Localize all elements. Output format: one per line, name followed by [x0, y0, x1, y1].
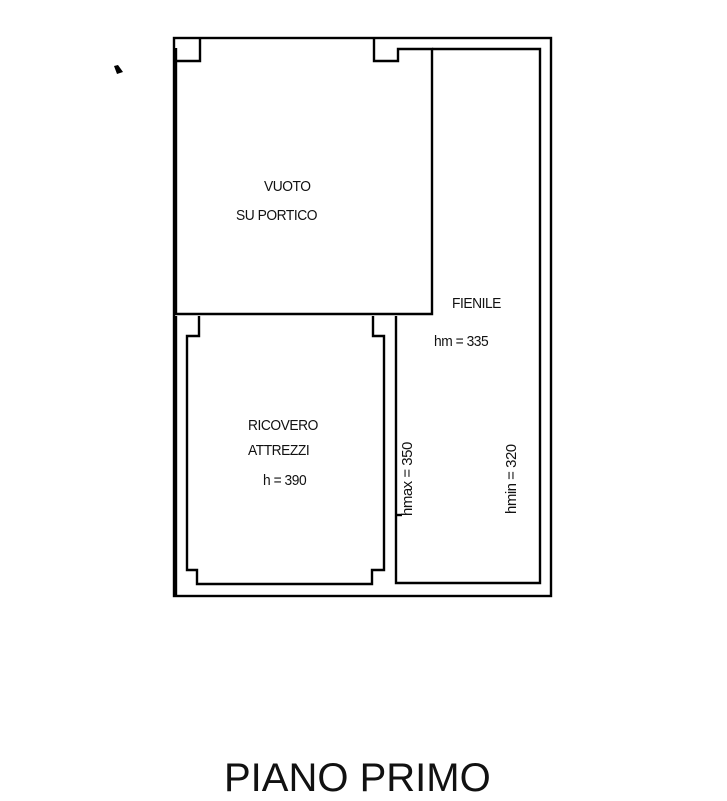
outer-wall: [172, 36, 553, 598]
ricovero-label-2: ATTREZZI: [248, 442, 310, 459]
stray-mark: [114, 65, 123, 74]
pillar-top-left: [176, 38, 202, 63]
vuoto-label-1: VUOTO: [264, 178, 311, 195]
ricovero-label-1: RICOVERO: [248, 417, 318, 434]
fienile-hmin: hmin = 320: [503, 444, 520, 514]
fienile-hm: hm = 335: [434, 333, 489, 350]
fienile-hmax: hmax = 350: [399, 442, 416, 516]
fienile-label: FIENILE: [452, 295, 501, 312]
ricovero-room-outline: [185, 316, 386, 586]
drawing-title: PIANO PRIMO: [224, 756, 491, 800]
ricovero-height: h = 390: [263, 472, 307, 489]
fienile-room-outline: [394, 47, 542, 585]
vuoto-label-2: SU PORTICO: [236, 207, 318, 224]
vuoto-room-outline: [174, 38, 434, 316]
